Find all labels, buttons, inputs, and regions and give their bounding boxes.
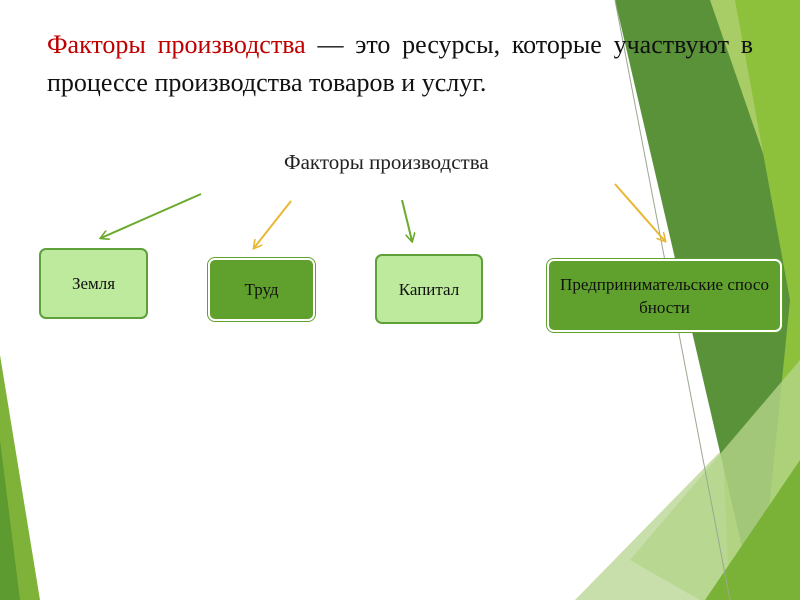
arrow-to-zemlya xyxy=(101,193,202,238)
factor-box-labor: Труд xyxy=(208,258,315,321)
factor-label-entrepreneurship: Предпринимательские способности xyxy=(560,274,769,317)
arrow-to-entrepreneurship xyxy=(614,183,665,241)
factor-label-capital: Капитал xyxy=(398,279,460,299)
arrow-to-trud xyxy=(254,200,292,248)
factor-box-capital: Капитал xyxy=(375,254,483,324)
definition-text: Факторы производства — это ресурсы, кото… xyxy=(47,26,753,102)
decor-bottom-lime xyxy=(705,460,800,600)
definition-rest: — это ресурсы, которые участвуют в проце… xyxy=(47,30,753,97)
decor-left-strip-dark xyxy=(0,440,20,600)
diagram-title: Факторы производства xyxy=(284,150,489,174)
arrow-to-kapital xyxy=(401,199,412,241)
factor-box-land: Земля xyxy=(39,248,148,319)
factor-label-labor: Труд xyxy=(244,280,279,299)
definition-term: Факторы производства xyxy=(47,30,306,59)
factor-box-entrepreneurship: Предпринимательские способности xyxy=(547,259,782,332)
factor-label-land: Земля xyxy=(71,274,116,293)
